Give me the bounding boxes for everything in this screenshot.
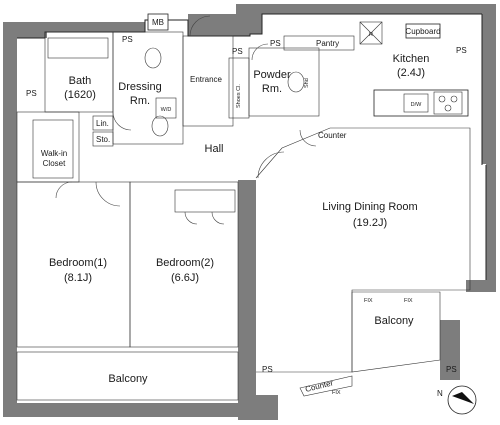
balcony-side-label: Balcony [374,315,414,327]
counter-label-1: Counter [318,131,347,140]
wd-label: W/D [161,107,172,113]
ps-label-1: PS [122,35,133,44]
exterior-walls [3,4,496,420]
shd-label: Shd [304,78,310,88]
entrance-label: Entrance [190,75,223,84]
bedroom1-name: Bedroom(1) [49,257,107,269]
fix-label-1: FIX [364,298,373,304]
interior-walls [16,13,487,401]
ps-label-7: PS [446,365,457,374]
dw-label: D/W [411,102,423,108]
bedroom1-size: (8.1J) [64,272,92,284]
ps-label-5: PS [26,89,37,98]
ps-label-2: PS [232,47,243,56]
hall-label: Hall [205,143,224,155]
fix-label-3: FIX [332,390,341,396]
dressing-sub: Rm. [130,95,150,107]
kitchen-name: Kitchen [393,53,430,65]
walkin-line2: Closet [43,159,66,168]
powder-name: Powder [253,69,291,81]
ps-label-4: PS [456,46,467,55]
fridge-label: R [369,32,373,38]
living-name: Living Dining Room [322,201,417,213]
dressing-name: Dressing [118,81,161,93]
bath-size: (1620) [64,89,96,101]
door-swings [55,15,317,225]
plumbing-fixtures [144,47,305,137]
fix-label-2: FIX [404,298,413,304]
kitchen-size: (2.4J) [397,67,425,79]
counter-label-2: Counter [304,378,334,394]
room-labels: Bath (1620) Dressing Rm. Entrance Powder… [41,53,430,385]
storage-label: Sto. [96,135,110,144]
bedroom2-size: (6.6J) [171,272,199,284]
cupboard-label: Cupboard [405,27,440,36]
linen-label: Lin. [96,119,109,128]
walkin-line1: Walk-in [41,149,67,158]
ps-label-3: PS [270,39,281,48]
north-label: N [437,389,443,398]
bedroom2-name: Bedroom(2) [156,257,214,269]
bath-name: Bath [69,75,92,87]
pantry-label: Pantry [316,39,339,48]
balcony-main-label: Balcony [108,373,148,385]
ps-label-6: PS [262,365,273,374]
north-arrow: N [437,385,477,415]
shoe-closet-label: Shoes Cl. [236,84,242,108]
powder-sub: Rm. [262,83,282,95]
living-size: (19.2J) [353,217,387,229]
mb-label: MB [152,18,164,27]
